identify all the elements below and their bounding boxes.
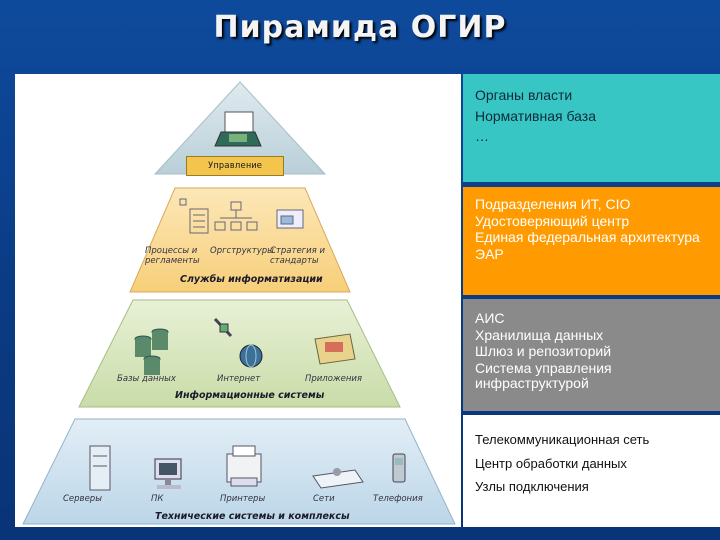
- pyramid-diagram: [22, 81, 456, 525]
- tier4-item-servers: Серверы: [63, 494, 102, 504]
- management-label: Управление: [186, 156, 284, 176]
- panel-line: Система управления инфраструктурой: [475, 360, 612, 391]
- tier3-item-applications: Приложения: [305, 374, 363, 384]
- panel-line: …: [475, 128, 489, 145]
- tier2-item-strategy: Стратегия и стандарты: [270, 246, 326, 266]
- tier2-item-processes: Процессы и регламенты: [145, 246, 200, 266]
- panel-line: Подразделения ИТ, CIO: [475, 196, 631, 212]
- tier4-title: Технические системы и комплексы: [155, 511, 350, 522]
- panel-line: Хранилища данных: [475, 326, 604, 343]
- page-title: Пирамида ОГИР: [213, 10, 507, 45]
- tier3-item-internet: Интернет: [217, 374, 261, 384]
- internet-globe-icon: [239, 344, 263, 368]
- panel-technical: Телекоммуникационная сеть Центр обработк…: [463, 415, 720, 527]
- pyramid-panel: Управление Процессы и регламенты Оргстру…: [15, 74, 461, 527]
- database-icon: [134, 328, 169, 375]
- panel-authorities: Органы власти Нормативная база …: [463, 74, 720, 182]
- pc-icon: [154, 458, 182, 489]
- panel-line: Узлы подключения: [475, 479, 589, 495]
- panel-line: Центр обработки данных: [475, 455, 627, 471]
- internet-satellite-icon: [213, 317, 233, 338]
- tier4-item-networks: Сети: [313, 494, 335, 504]
- tier3-title: Информационные системы: [175, 390, 325, 401]
- tier4-item-printers: Принтеры: [220, 494, 266, 504]
- panel-line: Шлюз и репозиторий: [475, 343, 612, 360]
- applications-icon: [314, 333, 356, 365]
- process-icon: [179, 198, 209, 234]
- pyramid-tier-3: [78, 299, 401, 408]
- tier4-item-telephony: Телефония: [373, 494, 423, 504]
- tier2-item-orgstructures: Оргструктуры: [210, 246, 274, 256]
- telephone-icon: [392, 453, 406, 483]
- panel-line: Телекоммуникационная сеть: [475, 432, 650, 447]
- strategy-icon: [276, 209, 304, 229]
- panel-info-systems: АИС Хранилища данных Шлюз и репозиторий …: [463, 299, 720, 411]
- panel-line: Нормативная база: [475, 107, 596, 124]
- panel-line: Единая федеральная архитектура: [475, 229, 700, 246]
- network-device-icon: [312, 468, 364, 489]
- tier3-item-databases: Базы данных: [117, 374, 176, 384]
- tier2-title: Службы информатизации: [180, 274, 323, 285]
- printer-icon: [226, 445, 262, 487]
- tier4-item-pc: ПК: [151, 494, 164, 504]
- management-case-icon: [214, 111, 262, 147]
- panel-line: ЭАР: [475, 246, 504, 263]
- panel-it-services: Подразделения ИТ, CIO Удостоверяющий цен…: [463, 187, 720, 295]
- org-structure-icon: [214, 201, 258, 231]
- panel-line: Органы власти: [475, 87, 573, 103]
- server-icon: [89, 445, 111, 491]
- panel-line: Удостоверяющий центр: [475, 212, 630, 229]
- panel-line: АИС: [475, 310, 505, 326]
